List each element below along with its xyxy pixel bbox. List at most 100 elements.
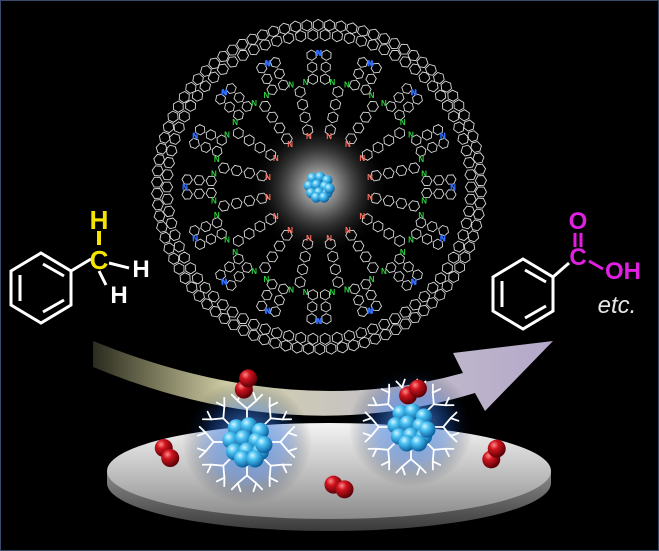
- nitrogen-atom: N: [192, 132, 198, 141]
- nitrogen-atom: N: [421, 196, 427, 205]
- reactant-h-bottom: H: [110, 282, 127, 309]
- nitrogen-atom: N: [450, 183, 456, 192]
- nitrogen-atom: N: [222, 88, 228, 97]
- nitrogen-atom: N: [306, 234, 312, 243]
- oxygen-molecule-icon: [399, 379, 427, 405]
- nitrogen-atom: N: [411, 89, 417, 98]
- nitrogen-atom: N: [418, 155, 424, 164]
- benzene-ring-icon: [491, 257, 555, 331]
- nitrogen-atom: N: [232, 248, 238, 257]
- nitrogen-atom: N: [288, 285, 294, 294]
- oxygen-molecule-icon: [154, 438, 180, 468]
- product-oh: OH: [605, 258, 641, 285]
- nitrogen-atom: N: [221, 277, 227, 286]
- nitrogen-atom: N: [287, 140, 293, 149]
- nitrogen-atom: N: [251, 267, 257, 276]
- nitrogen-atom: N: [232, 118, 238, 127]
- nitrogen-atom: N: [303, 288, 309, 297]
- metal-cluster-core: [303, 171, 335, 203]
- nitrogen-atom: N: [329, 78, 335, 87]
- oxygen-molecule-icon: [234, 369, 258, 399]
- nitrogen-atom: N: [411, 278, 417, 287]
- nitrogen-atom: N: [317, 317, 323, 326]
- nitrogen-atom: N: [192, 131, 198, 140]
- nitrogen-atom: N: [421, 170, 427, 179]
- nitrogen-atom: N: [381, 99, 387, 108]
- nitrogen-atom: N: [214, 211, 220, 220]
- nitrogen-atom: N: [344, 285, 350, 294]
- nitrogen-atom: N: [211, 196, 217, 205]
- nitrogen-atom: N: [222, 278, 228, 287]
- nitrogen-atom: N: [288, 81, 294, 90]
- dendrimer-encapsulated-cluster-icon: [348, 367, 474, 487]
- reaction-arrow-icon: [93, 341, 553, 416]
- nitrogen-atom: N: [367, 173, 373, 182]
- product-benzoic-acid: O C OH etc.: [491, 208, 641, 331]
- nitrogen-atom: N: [369, 275, 375, 284]
- nitrogen-atom: N: [273, 212, 279, 221]
- metal-cluster-core: [222, 417, 273, 468]
- nitrogen-atom: N: [440, 234, 446, 243]
- nitrogen-atom: N: [400, 248, 406, 257]
- product-etc-label: etc.: [598, 292, 637, 319]
- nitrogen-atom: N: [316, 49, 322, 58]
- nitrogen-atom: N: [224, 236, 230, 245]
- nitrogen-atom: N: [192, 235, 198, 244]
- nitrogen-atom: N: [265, 307, 271, 316]
- nitrogen-atom: N: [265, 173, 271, 182]
- nitrogen-atom: N: [264, 59, 270, 68]
- nitrogen-atom: N: [264, 91, 270, 100]
- nitrogen-atom: N: [182, 183, 188, 192]
- nitrogen-atom: N: [418, 211, 424, 220]
- nitrogen-atom: N: [408, 236, 414, 245]
- product-o-top: O: [569, 208, 588, 235]
- nitrogen-atom: N: [344, 81, 350, 90]
- nitrogen-atom: N: [211, 170, 217, 179]
- nitrogen-atom: N: [369, 91, 375, 100]
- nitrogen-atom: N: [316, 317, 322, 326]
- nitrogen-atom: N: [214, 155, 220, 164]
- nitrogen-atom: N: [367, 193, 373, 202]
- nitrogen-atom: N: [264, 275, 270, 284]
- nitrogen-atom: N: [359, 154, 365, 163]
- oxygen-molecule-icon: [482, 439, 506, 469]
- nitrogen-atom: N: [326, 132, 332, 141]
- nitrogen-atom: N: [440, 235, 446, 244]
- nitrogen-atom: N: [326, 234, 332, 243]
- reactant-carbon: C: [90, 245, 109, 275]
- nitrogen-atom: N: [367, 59, 373, 68]
- nitrogen-atom: N: [182, 183, 188, 192]
- nitrogen-atom: N: [400, 118, 406, 127]
- nitrogen-atom: N: [329, 288, 335, 297]
- nitrogen-atom: N: [440, 132, 446, 141]
- nitrogen-atom: N: [450, 183, 456, 192]
- oxygen-molecule-icon: [324, 475, 354, 499]
- reactant-h-top: H: [90, 205, 109, 235]
- benzene-ring-icon: [9, 251, 73, 325]
- nitrogen-atom: N: [264, 307, 270, 316]
- nitrogen-atom: N: [306, 132, 312, 141]
- nitrogen-atom: N: [192, 234, 198, 243]
- nitrogen-atom: N: [440, 131, 446, 140]
- nitrogen-atom: N: [368, 59, 374, 68]
- nitrogen-atom: N: [381, 267, 387, 276]
- oxygen-molecules: [154, 369, 506, 499]
- nitrogen-atom: N: [411, 88, 417, 97]
- nitrogen-atom: N: [273, 154, 279, 163]
- nitrogen-atom: N: [221, 89, 227, 98]
- product-carbon: C: [569, 244, 586, 271]
- dendrimer-encapsulated-cluster-icon: [182, 379, 312, 505]
- nitrogen-atom: N: [345, 226, 351, 235]
- nitrogen-atom: N: [265, 59, 271, 68]
- reactant-h-right: H: [132, 256, 149, 283]
- reactant-toluene: H C H H: [9, 205, 150, 325]
- nitrogen-atom: N: [368, 307, 374, 316]
- metal-cluster-core: [387, 403, 436, 452]
- nitrogen-atom: N: [367, 307, 373, 316]
- supported-catalysts: [182, 367, 474, 505]
- nitrogen-atom: N: [265, 193, 271, 202]
- nitrogen-atom: N: [359, 212, 365, 221]
